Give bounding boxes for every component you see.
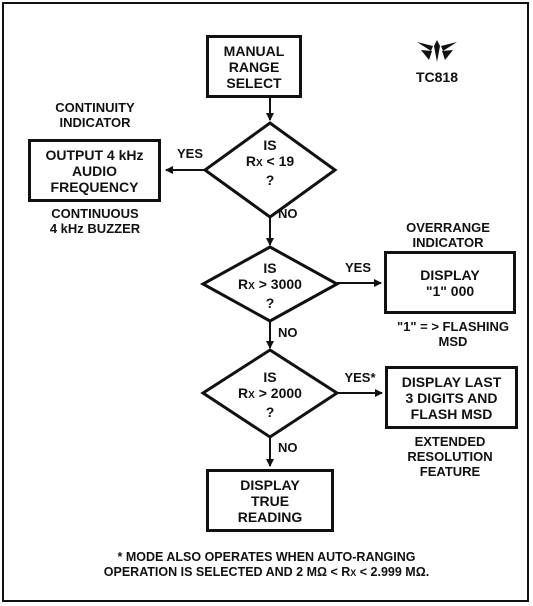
overrange-box-line: DISPLAY (420, 266, 480, 283)
overrange-caption: "1" = > FLASHING MSD (396, 319, 510, 349)
end-line: DISPLAY (240, 476, 300, 493)
footnote-line-1: * MODE ALSO OPERATES WHEN AUTO-RANGING (117, 550, 416, 564)
overrange-display-box: DISPLAY "1" 000 (384, 251, 516, 314)
display-true-reading-box: DISPLAY TRUE READING (206, 469, 334, 532)
decision-3-diamond (200, 348, 340, 439)
decision-1-diamond (202, 121, 338, 219)
decision-1-text: IS RX < 19 ? (245, 137, 295, 188)
continuity-box-line: FREQUENCY (50, 178, 139, 195)
manual-range-select-box: MANUAL RANGE SELECT (206, 35, 302, 98)
decision-2-diamond (199, 245, 341, 323)
extended-display-box: DISPLAY LAST 3 DIGITS AND FLASH MSD (385, 366, 518, 429)
overrange-indicator-title: OVERRANGE INDICATOR (406, 220, 490, 250)
decision-1-yes-label: YES (176, 146, 203, 161)
decision-2-text: IS RX > 3000 ? (238, 260, 302, 311)
footnote-line-2: OPERATION IS SELECTED AND 2 MΩ < RX < 2.… (103, 565, 430, 579)
continuity-box-line: OUTPUT 4 kHz (45, 146, 144, 163)
extended-resolution-caption: EXTENDED RESOLUTION FEATURE (407, 434, 493, 479)
continuity-indicator-title: CONTINUITY INDICATOR (55, 100, 135, 130)
teledyne-logo-icon (417, 40, 457, 62)
decision-1-no-label: NO (278, 206, 298, 221)
continuity-box-line: AUDIO (71, 162, 118, 179)
diagram-frame (2, 2, 529, 602)
continuity-caption: CONTINUOUS 4 kHz BUZZER (49, 206, 141, 236)
start-line: MANUAL (223, 42, 285, 59)
end-line: TRUE (250, 492, 290, 509)
extended-box-line: FLASH MSD (410, 405, 493, 422)
overrange-box-line: "1" 000 (425, 282, 475, 299)
decision-3-text: IS RX > 2000 ? (238, 369, 302, 420)
extended-box-line: 3 DIGITS AND (405, 389, 498, 406)
footnote: * MODE ALSO OPERATES WHEN AUTO-RANGING O… (0, 550, 533, 581)
decision-3-no-label: NO (278, 440, 298, 455)
continuity-output-box: OUTPUT 4 kHz AUDIO FREQUENCY (28, 139, 161, 202)
decision-2-yes-label: YES (344, 260, 371, 275)
start-line: RANGE (228, 58, 280, 75)
decision-2-no-label: NO (278, 325, 298, 340)
decision-3-yes-label: YES* (344, 370, 376, 385)
end-line: READING (237, 508, 303, 525)
extended-box-line: DISPLAY LAST (401, 373, 502, 390)
model-label: TC818 (415, 69, 459, 85)
start-line: SELECT (226, 74, 282, 91)
